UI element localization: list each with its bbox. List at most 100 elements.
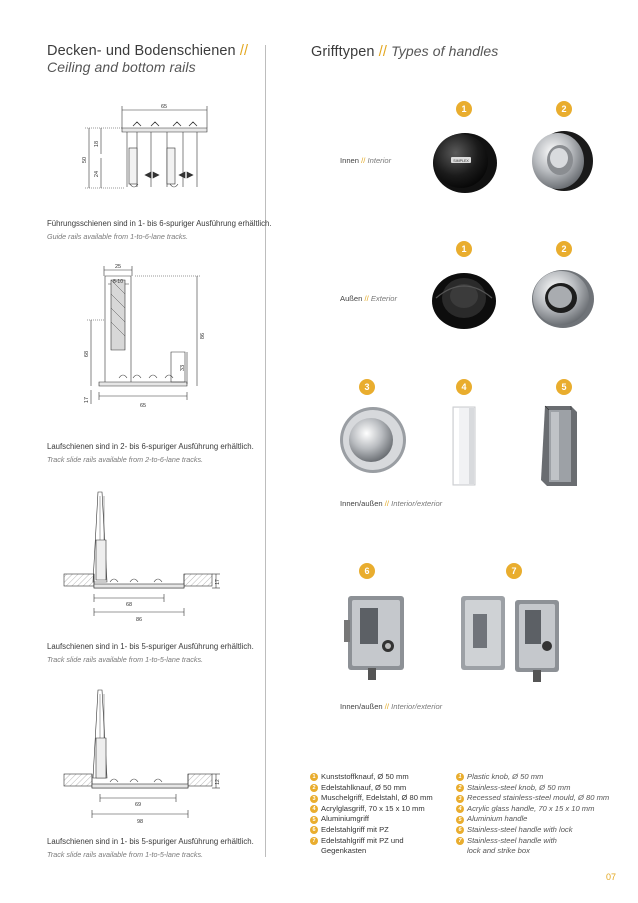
acrylic-glass-handle-image xyxy=(452,406,476,486)
caption-de: Laufschienen sind in 1- bis 5-spuriger A… xyxy=(47,837,254,846)
plastic-knob-exterior-image xyxy=(432,273,496,329)
dim-label: 65 xyxy=(161,104,167,110)
steel-handle-with-strike-box-image xyxy=(461,596,559,682)
row-label-exterior: Außen // Exterior xyxy=(340,294,398,303)
dim-label: 86 xyxy=(136,617,142,623)
list-number: 3 xyxy=(310,794,318,803)
floor-rail-diagram-3: 17 68 86 xyxy=(63,491,221,623)
handle-badge: 5 xyxy=(556,379,572,395)
column-divider xyxy=(265,45,266,857)
label-de: Innen/außen xyxy=(340,702,383,711)
floor-rail-diagram-4: 12 69 98 xyxy=(63,689,221,825)
caption-de: Führungsschienen sind in 1- bis 6-spurig… xyxy=(47,219,272,228)
list-text: Edelstahlgriff mit PZ und Gegenkasten xyxy=(321,835,404,856)
left-title-en: Ceiling and bottom rails xyxy=(47,59,196,75)
list-text: Recessed stainless-steel mould, Ø 80 mm xyxy=(467,793,610,803)
dim-label: 50 xyxy=(82,157,88,163)
list-text: Aluminiumgriff xyxy=(321,814,369,824)
list-text: Edelstahlgriff mit PZ xyxy=(321,824,389,834)
list-number: 4 xyxy=(310,805,318,814)
caption-2: Laufschienen sind in 2- bis 6-spuriger A… xyxy=(47,442,254,464)
label-de: Innen xyxy=(340,156,360,165)
caption-1: Führungsschienen sind in 1- bis 6-spurig… xyxy=(47,219,272,241)
handle-badge: 3 xyxy=(359,379,375,395)
list-number: 5 xyxy=(310,815,318,824)
list-text: Aluminium handle xyxy=(467,814,528,824)
label-en: Interior/exterior xyxy=(391,499,443,508)
dim-label: 69 xyxy=(135,802,141,808)
label-en: Interior/exterior xyxy=(391,702,443,711)
label-en: Interior xyxy=(367,156,392,165)
dim-label: 25 xyxy=(115,264,121,270)
steel-handle-with-lock-image xyxy=(344,596,404,680)
aluminium-handle-image xyxy=(541,405,577,486)
caption-en: Track slide rails available from 1-to-5-… xyxy=(47,655,204,664)
handle-badge: 2 xyxy=(556,241,572,257)
list-text: Plastic knob, Ø 50 mm xyxy=(467,772,544,781)
steel-knob-interior-image xyxy=(532,131,593,191)
right-title: Grifftypen // Types of handles xyxy=(311,43,498,60)
handle-badge: 7 xyxy=(506,563,522,579)
caption-3: Laufschienen sind in 1- bis 5-spuriger A… xyxy=(47,642,254,664)
list-text: Stainless-steel handle with xyxy=(467,835,557,845)
list-text: Acrylic glass handle, 70 x 15 x 10 mm xyxy=(467,803,595,813)
dim-label: 65 xyxy=(140,403,146,409)
dim-label: 33 xyxy=(180,365,186,371)
dim-label: 18 xyxy=(94,141,100,147)
title-separator: // xyxy=(239,43,249,59)
handle-badge: 1 xyxy=(456,241,472,257)
caption-4: Laufschienen sind in 1- bis 5-spuriger A… xyxy=(47,837,254,859)
caption-en: Track slide rails available from 1-to-5-… xyxy=(47,850,204,859)
dim-label: 68 xyxy=(84,351,90,357)
list-text: Muschelgriff, Edelstahl, Ø 80 mm xyxy=(321,793,433,803)
list-number: 7 xyxy=(456,836,464,845)
list-text: Stainless-steel knob, Ø 50 mm xyxy=(467,782,571,792)
plastic-knob-interior-image: SIMPLEX xyxy=(433,133,497,193)
list-number: 6 xyxy=(310,826,318,835)
dim-label: 68 xyxy=(126,602,132,608)
handle-badge: 2 xyxy=(556,101,572,117)
list-text: Acrylglasgriff, 70 x 15 x 10 mm xyxy=(321,803,425,813)
caption-en: Track slide rails available from 2-to-6-… xyxy=(47,455,204,464)
knob-brand-text: SIMPLEX xyxy=(453,159,469,163)
caption-de: Laufschienen sind in 1- bis 5-spuriger A… xyxy=(47,642,254,651)
label-en: Exterior xyxy=(370,294,398,303)
dim-label: 12 xyxy=(215,779,221,785)
list-number: 1 xyxy=(456,773,464,782)
list-number: 4 xyxy=(456,805,464,814)
list-number: 2 xyxy=(456,783,464,792)
caption-de: Laufschienen sind in 2- bis 6-spuriger A… xyxy=(47,442,254,451)
dim-label: 8-10 xyxy=(113,279,123,285)
list-number: 6 xyxy=(456,826,464,835)
dim-label: 17 xyxy=(215,579,221,585)
list-number: 3 xyxy=(456,794,464,803)
title-separator: // xyxy=(378,44,388,60)
dim-label: 98 xyxy=(137,819,143,825)
list-number: 2 xyxy=(310,783,318,792)
dim-label: 24 xyxy=(94,171,100,177)
right-title-de: Grifftypen xyxy=(311,44,375,60)
list-text: Stainless-steel handle with lock xyxy=(467,824,573,834)
list-number: 5 xyxy=(456,815,464,824)
list-number: 7 xyxy=(310,836,318,845)
track-rail-diagram-2: 25 8-10 68 86 17 33 65 xyxy=(84,264,206,409)
row-label-interior-exterior-2: Innen/außen // Interior/exterior xyxy=(340,702,443,711)
list-text-continued: lock and strike box xyxy=(467,846,530,856)
list-text: Kunststoffknauf, Ø 50 mm xyxy=(321,772,409,781)
list-number: 1 xyxy=(310,773,318,782)
list-text: Edelstahlknauf, Ø 50 mm xyxy=(321,782,407,792)
right-title-en: Types of handles xyxy=(391,43,499,59)
